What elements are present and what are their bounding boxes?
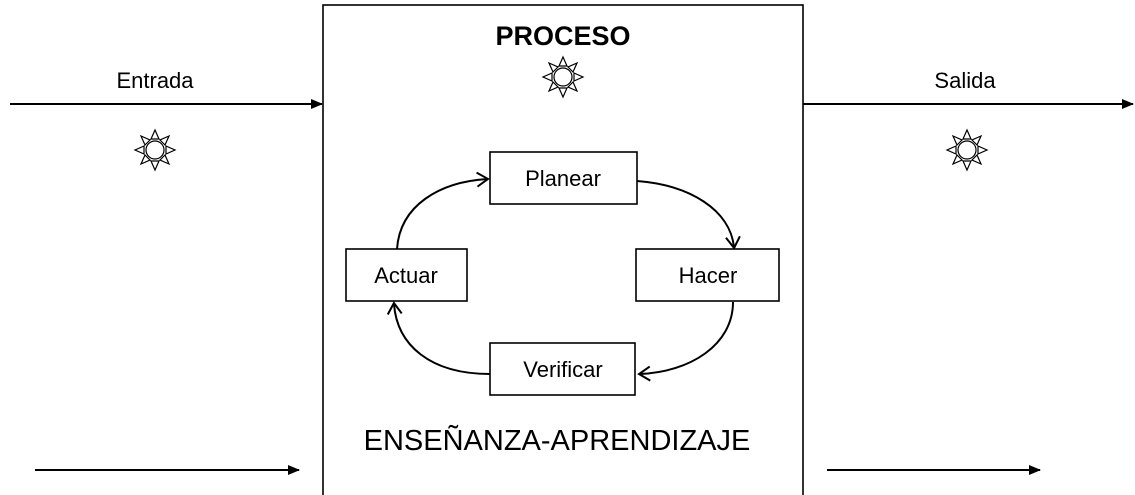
arrow-do-to-check: [637, 301, 734, 382]
arrow-act-to-plan: [396, 171, 490, 250]
arrow-plan-to-do: [636, 180, 741, 250]
process-sun-icon: [542, 56, 584, 98]
act-label: Actuar: [374, 263, 438, 288]
act-box: [345, 248, 468, 302]
input-label: Entrada: [116, 68, 194, 93]
check-box: [489, 342, 636, 396]
output-label: Salida: [934, 68, 996, 93]
process-title: PROCESO: [495, 21, 630, 51]
do-label: Hacer: [679, 263, 738, 288]
process-box: [322, 4, 804, 495]
output-sun-icon: [946, 129, 988, 171]
input-sun-icon: [134, 129, 176, 171]
process-footer: ENSEÑANZA-APRENDIZAJE: [364, 423, 751, 457]
arrow-check-to-act: [386, 301, 491, 375]
plan-box: [489, 151, 638, 205]
do-box: [635, 248, 780, 302]
plan-label: Planear: [525, 166, 601, 191]
check-label: Verificar: [523, 357, 602, 382]
